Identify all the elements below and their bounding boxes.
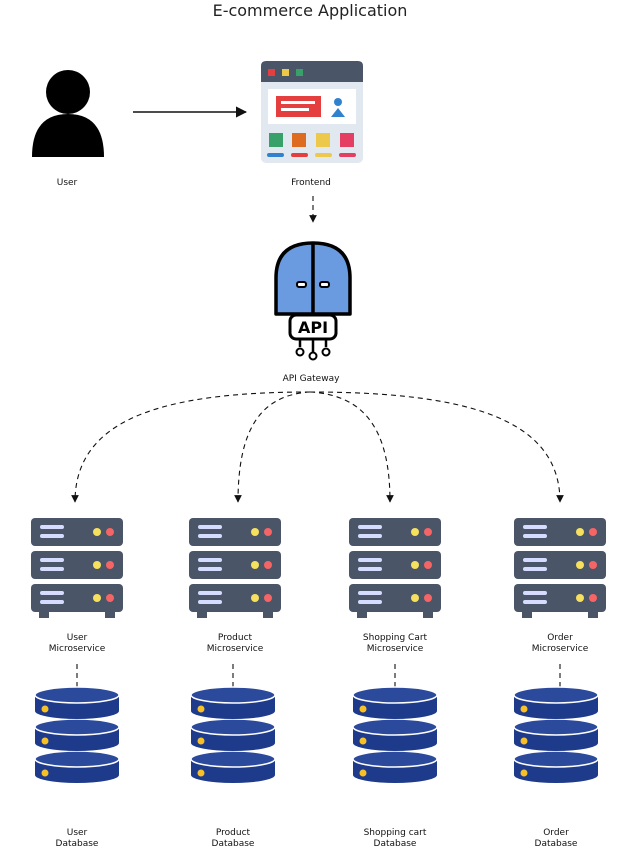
database-icon xyxy=(352,686,438,783)
database-label: Shopping cart xyxy=(364,828,427,838)
microservice-label: Product xyxy=(218,633,253,643)
edge-gateway-to-cart-microservice xyxy=(309,391,394,503)
database-icon xyxy=(190,686,276,783)
edge-gateway-to-order-microservice xyxy=(309,391,564,503)
microservice-label: Microservice xyxy=(367,644,424,654)
api-gateway-door-icon: API xyxy=(274,241,352,361)
database-label: Order xyxy=(543,828,569,838)
database-label: Database xyxy=(535,839,578,849)
edge-gateway-to-user-microservice xyxy=(71,391,311,503)
browser-window-icon xyxy=(261,61,363,163)
connections xyxy=(71,106,564,701)
microservice-label: Microservice xyxy=(532,644,589,654)
user-node: User xyxy=(32,70,104,188)
server-rack-icon xyxy=(31,518,123,618)
user-icon xyxy=(32,70,104,157)
database-label: Database xyxy=(374,839,417,849)
microservice-row: UserMicroserviceProductMicroserviceShopp… xyxy=(31,518,606,654)
microservice-label: Microservice xyxy=(49,644,106,654)
database-label: Database xyxy=(212,839,255,849)
server-rack-icon xyxy=(189,518,281,618)
database-icon xyxy=(34,686,120,783)
api-gateway-label: API Gateway xyxy=(283,374,341,384)
server-rack-icon xyxy=(514,518,606,618)
diagram-title: E-commerce Application xyxy=(213,1,408,20)
database-icon xyxy=(513,686,599,783)
api-gateway-node: API API Gateway xyxy=(274,241,352,384)
edge-gateway-to-product-microservice xyxy=(234,391,311,503)
server-rack-icon xyxy=(349,518,441,618)
microservice-label: Order xyxy=(547,633,573,643)
microservice-label: Shopping Cart xyxy=(363,633,428,643)
database-label: Product xyxy=(216,828,251,838)
database-label: User xyxy=(67,828,88,838)
frontend-label: Frontend xyxy=(291,178,331,188)
api-badge-text: API xyxy=(298,318,328,337)
database-label: Database xyxy=(56,839,99,849)
frontend-node: Frontend xyxy=(261,61,363,188)
user-label: User xyxy=(57,178,78,188)
microservice-label: Microservice xyxy=(207,644,264,654)
microservice-label: User xyxy=(67,633,88,643)
